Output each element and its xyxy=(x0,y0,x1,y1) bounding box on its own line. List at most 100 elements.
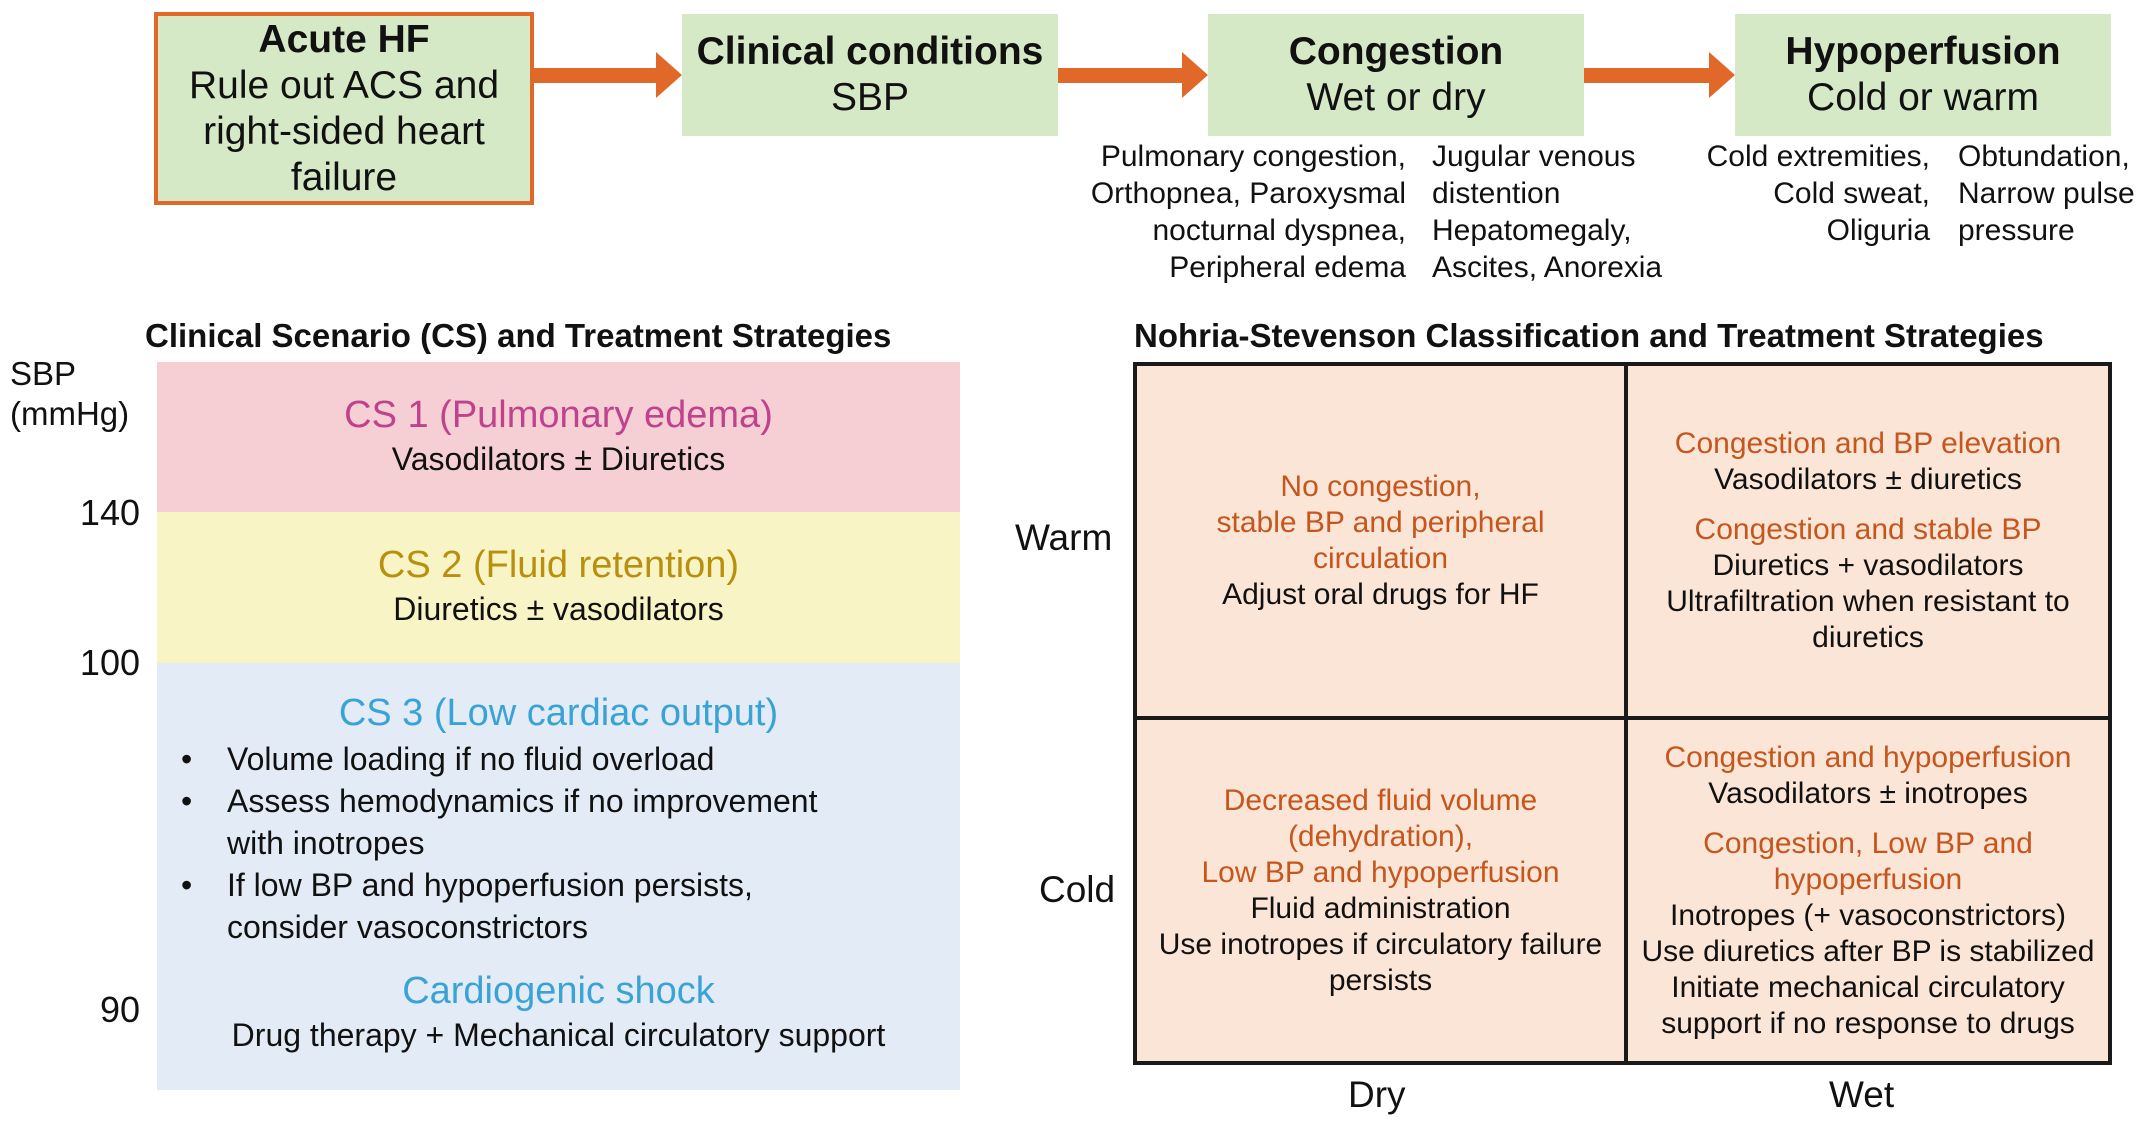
cell-condition: Congestion and stable BP xyxy=(1694,513,2042,546)
flow-clinical-sub: SBP xyxy=(830,76,910,119)
sign-line: Orthopnea, Paroxysmal xyxy=(1090,177,1406,210)
grid-divider-horizontal xyxy=(1137,716,2108,720)
cs1-band: CS 1 (Pulmonary edema) Vasodilators ± Di… xyxy=(157,362,960,512)
arrow-clinical-to-congestion-head xyxy=(1182,52,1208,98)
cs1-treatment: Vasodilators ± Diuretics xyxy=(391,441,726,477)
sbp-tick-100: 100 xyxy=(79,642,140,683)
sign-line: Oliguria xyxy=(1826,214,1930,247)
sign-line: pressure xyxy=(1958,214,2075,247)
cell-treatment: Fluid administration xyxy=(1250,891,1511,925)
cs2-name: CS 2 (Fluid retention) xyxy=(377,544,740,586)
cs3-bullet: Assess hemodynamics if no improvement wit… xyxy=(157,780,960,864)
flow-acute-line: Rule out ACS and xyxy=(188,63,500,107)
hypoperfusion-right-signs: Obtundation, Narrow pulse pressure xyxy=(1958,138,2148,249)
cell-condition: (dehydration), xyxy=(1287,819,1474,853)
cs3-bullet: Volume loading if no fluid overload xyxy=(157,738,960,780)
flow-hypoperfusion-title: Hypoperfusion xyxy=(1785,30,2061,73)
cell-warm-wet: Congestion and BP elevation Vasodilators… xyxy=(1628,366,2108,716)
sbp-axis-label: SBP (mmHg) xyxy=(10,354,129,434)
col-label-wet: Wet xyxy=(1829,1074,1895,1115)
cell-treatment: Use inotropes if circulatory failure xyxy=(1158,927,1603,961)
col-label-dry: Dry xyxy=(1348,1074,1406,1115)
flow-congestion-sub: Wet or dry xyxy=(1306,76,1486,119)
sbp-tick-90: 90 xyxy=(99,989,140,1030)
cell-treatment: persists xyxy=(1328,963,1433,997)
cell-condition: Congestion, Low BP and xyxy=(1703,826,2033,860)
sbp-tick-140: 140 xyxy=(79,492,140,533)
arrow-congestion-to-hypoperfusion xyxy=(1584,68,1711,83)
cs-section-title: Clinical Scenario (CS) and Treatment Str… xyxy=(145,317,892,354)
sign-line: Cold extremities, xyxy=(1706,140,1930,173)
cs3-name: CS 3 (Low cardiac output) xyxy=(338,692,779,734)
cs3-bullet-text: If low BP and hypoperfusion persists, xyxy=(227,867,753,903)
cell-condition: stable BP and peripheral xyxy=(1216,506,1545,539)
cell-treatment: Diuretics + vasodilators xyxy=(1712,549,2024,582)
cs3-bullet-text: with inotropes xyxy=(227,825,425,861)
sign-line: Narrow pulse xyxy=(1958,177,2135,210)
cs1-name: CS 1 (Pulmonary edema) xyxy=(344,394,773,436)
sbp-axis-label-line: (mmHg) xyxy=(10,395,130,432)
sign-line: Obtundation, xyxy=(1958,140,2130,173)
sign-line: distention xyxy=(1432,177,1561,210)
grid-divider-vertical xyxy=(1624,366,1628,1061)
cell-condition: Congestion and BP elevation xyxy=(1674,427,2062,460)
flow-box-congestion: Congestion Wet or dry xyxy=(1208,14,1584,136)
cs3-bullet-text: Volume loading if no fluid overload xyxy=(227,741,715,777)
cell-condition: Low BP and hypoperfusion xyxy=(1201,855,1560,889)
nohria-stevenson-grid: No congestion, stable BP and peripheral … xyxy=(1133,362,2112,1065)
cell-condition: Congestion and hypoperfusion xyxy=(1664,740,2072,774)
sbp-axis-label-line: SBP xyxy=(10,355,77,392)
cs3-bullet-text: Assess hemodynamics if no improvement xyxy=(227,783,818,819)
flow-acute-line: right-sided heart xyxy=(203,109,485,153)
cell-treatment: Adjust oral drugs for HF xyxy=(1222,578,1539,611)
arrow-acute-to-clinical xyxy=(534,68,658,83)
flow-congestion-title: Congestion xyxy=(1288,30,1504,73)
sign-line: Hepatomegaly, xyxy=(1432,214,1632,247)
cell-treatment: Vasodilators ± diuretics xyxy=(1714,463,2022,496)
arrow-congestion-to-hypoperfusion-head xyxy=(1709,52,1735,98)
cs3-band: CS 3 (Low cardiac output) Volume loading… xyxy=(157,663,960,1090)
cs2-band: CS 2 (Fluid retention) Diuretics ± vasod… xyxy=(157,512,960,663)
cs2-treatment: Diuretics ± vasodilators xyxy=(393,591,724,627)
cell-treatment: Vasodilators ± inotropes xyxy=(1708,776,2028,810)
sign-line: Cold sweat, xyxy=(1773,177,1930,210)
flow-acute-line: failure xyxy=(290,155,398,199)
cell-condition: hypoperfusion xyxy=(1773,862,1963,896)
cell-cold-dry: Decreased fluid volume (dehydration), Lo… xyxy=(1137,720,1624,1061)
sign-line: Jugular venous xyxy=(1432,140,1636,173)
cell-condition: Decreased fluid volume xyxy=(1223,783,1538,817)
cell-treatment: Initiate mechanical circulatory xyxy=(1671,970,2065,1004)
cell-treatment: Use diuretics after BP is stabilized xyxy=(1641,934,2095,968)
cardiogenic-shock-name: Cardiogenic shock xyxy=(402,970,715,1012)
cell-cold-wet: Congestion and hypoperfusion Vasodilator… xyxy=(1628,720,2108,1061)
flow-box-clinical-conditions: Clinical conditions SBP xyxy=(682,14,1058,136)
flow-acute-title: Acute HF xyxy=(258,17,430,61)
ns-section-title: Nohria-Stevenson Classification and Trea… xyxy=(1134,317,2044,354)
cell-treatment: support if no response to drugs xyxy=(1661,1006,2075,1040)
sign-line: Pulmonary congestion, xyxy=(1100,140,1406,173)
congestion-left-signs: Pulmonary congestion, Orthopnea, Paroxys… xyxy=(1060,138,1406,286)
cardiogenic-shock-treatment: Drug therapy + Mechanical circulatory su… xyxy=(231,1017,886,1053)
cell-condition: circulation xyxy=(1312,542,1449,575)
sign-line: Ascites, Anorexia xyxy=(1432,251,1663,284)
sign-line: nocturnal dyspnea, xyxy=(1152,214,1406,247)
row-label-warm: Warm xyxy=(1015,517,1113,558)
sign-line: Peripheral edema xyxy=(1169,251,1406,284)
hypoperfusion-left-signs: Cold extremities, Cold sweat, Oliguria xyxy=(1640,138,1930,249)
flow-box-acute-hf: Acute HF Rule out ACS and right-sided he… xyxy=(154,12,534,205)
cell-condition: No congestion, xyxy=(1280,470,1481,503)
congestion-right-signs: Jugular venous distention Hepatomegaly, … xyxy=(1432,138,1732,286)
cs3-bullet: If low BP and hypoperfusion persists,con… xyxy=(157,864,960,948)
cs3-bullet-list: Volume loading if no fluid overload Asse… xyxy=(157,738,960,948)
arrow-acute-to-clinical-head xyxy=(656,52,682,98)
flow-hypoperfusion-sub: Cold or warm xyxy=(1807,76,2039,119)
cell-warm-dry: No congestion, stable BP and peripheral … xyxy=(1137,366,1624,716)
row-label-cold: Cold xyxy=(1039,869,1116,910)
flow-arrows xyxy=(534,52,1735,98)
cell-treatment: Ultrafiltration when resistant to xyxy=(1666,585,2070,618)
flow-box-hypoperfusion: Hypoperfusion Cold or warm xyxy=(1735,14,2111,136)
cell-treatment: diuretics xyxy=(1812,621,1924,654)
arrow-clinical-to-congestion xyxy=(1058,68,1184,83)
flow-clinical-title: Clinical conditions xyxy=(696,30,1044,73)
cell-treatment: Inotropes (+ vasoconstrictors) xyxy=(1670,898,2066,932)
